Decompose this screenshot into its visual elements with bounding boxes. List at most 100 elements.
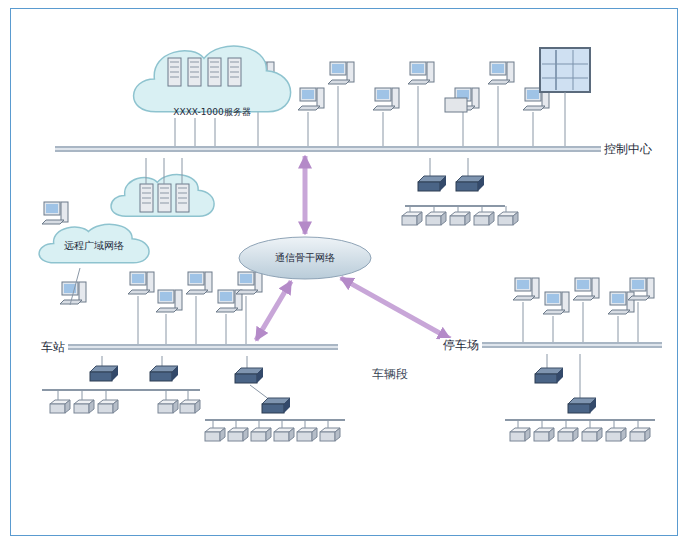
device-icon [402, 212, 422, 225]
pc-icon [488, 62, 514, 84]
node-label: XXXX-1000服务器 [173, 107, 250, 118]
device-icon [498, 212, 518, 225]
drop-line [182, 158, 183, 184]
device-icon [582, 428, 602, 441]
node-label: 通信骨干网络 [275, 252, 335, 264]
wire [638, 420, 639, 428]
wire [213, 420, 214, 428]
pc-icon [236, 272, 262, 294]
pc-icon [608, 292, 634, 314]
grid-line [542, 64, 588, 65]
switch-icon [568, 398, 596, 413]
device-icon [251, 428, 271, 441]
wire [282, 420, 283, 428]
drop-line [164, 158, 165, 184]
wire [162, 356, 163, 366]
device-icon [98, 400, 118, 413]
drop-line [146, 158, 147, 184]
sub-bus [205, 419, 345, 421]
device-icon [180, 400, 200, 413]
sub-bus [42, 389, 200, 391]
device-icon [426, 212, 446, 225]
link-line [70, 268, 80, 305]
wire [247, 356, 248, 368]
pc-icon [156, 290, 182, 312]
grid-line [573, 50, 574, 90]
wire [305, 420, 306, 428]
ellipse-path [239, 237, 371, 279]
drop-line [430, 158, 431, 176]
sub-bus [405, 205, 505, 207]
pc-icon [328, 62, 354, 84]
wire [542, 420, 543, 428]
server-icon [176, 184, 189, 212]
wire [614, 420, 615, 428]
wire [506, 206, 507, 212]
grid-line [556, 50, 557, 90]
pc-icon [373, 88, 399, 110]
link-arrow [341, 278, 451, 339]
pc-icon [513, 278, 539, 300]
device-icon [274, 428, 294, 441]
device-icon [228, 428, 248, 441]
wire [580, 354, 581, 398]
switch-icon [262, 398, 290, 413]
wire [482, 206, 483, 212]
network-cloud: XXXX-1000服务器 [132, 42, 292, 124]
network-cloud: 远程广域网络 [38, 222, 150, 270]
device-icon [474, 212, 494, 225]
grid-line [556, 50, 557, 90]
cloud-path [39, 224, 149, 262]
switch-icon [235, 368, 263, 383]
device-icon [630, 428, 650, 441]
wire [166, 390, 167, 400]
switch-icon [150, 366, 178, 381]
device-icon [320, 428, 340, 441]
wire [590, 420, 591, 428]
device-icon [558, 428, 578, 441]
server-cloud [111, 175, 214, 217]
server-icon [158, 184, 171, 212]
sub-bus [505, 419, 655, 421]
pc-icon [186, 272, 212, 294]
network-bus: 停车场 [440, 335, 662, 355]
wire [434, 206, 435, 212]
node-label: 远程广域网络 [64, 240, 124, 252]
display-wall [540, 48, 590, 92]
pc-icon [42, 202, 68, 224]
wire [410, 206, 411, 212]
link-arrow [303, 156, 308, 234]
switch-icon [90, 366, 118, 381]
wire [259, 420, 260, 428]
node-label: 停车场 [440, 338, 482, 352]
wire [106, 390, 107, 400]
pc-icon [298, 88, 324, 110]
pc-icon [543, 292, 569, 314]
link-arrow [256, 281, 291, 340]
pc-icon [128, 272, 154, 294]
server-icon [168, 58, 181, 86]
device-icon [205, 428, 225, 441]
drop-line [468, 158, 469, 176]
wire [458, 206, 459, 212]
wire [250, 385, 270, 400]
wire [102, 356, 103, 366]
pc-icon [628, 278, 654, 300]
device-icon [50, 400, 70, 413]
device-icon [74, 400, 94, 413]
wire [518, 420, 519, 428]
switch-icon [535, 368, 563, 383]
server-icon [140, 184, 153, 212]
switch-icon [456, 176, 484, 191]
network-bus: 车站 [38, 337, 338, 357]
backbone-ellipse: 通信骨干网络 [238, 236, 372, 280]
pc-icon [408, 62, 434, 84]
wire [58, 390, 59, 400]
wire [547, 354, 548, 368]
switch-icon [418, 176, 446, 191]
printer-icon [445, 98, 467, 112]
node-label: 车站 [38, 340, 68, 354]
device-icon [534, 428, 554, 441]
wire [82, 390, 83, 400]
server-icon [188, 58, 201, 86]
